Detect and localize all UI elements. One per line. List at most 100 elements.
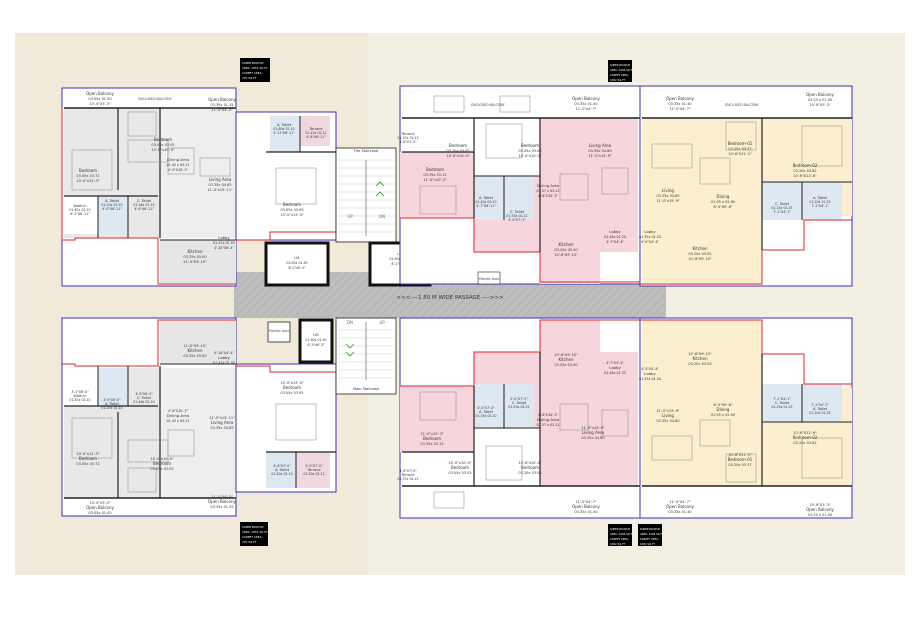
tl-walkin: Walk-in 01.87x 02.10 6'-2"X6'-11" xyxy=(69,204,90,216)
svg-text:03.35x 01.40: 03.35x 01.40 xyxy=(668,510,691,514)
tl-bedroom-2: Bedroom 03.05x 03.72 10'-0"x12'-3" xyxy=(76,168,100,183)
svg-text:10'-6"x10'-0": 10'-6"x10'-0" xyxy=(518,461,541,465)
legend-box-2: SUPER BUILTUP AREA: 1053 SQ.FT CARPET AR… xyxy=(240,522,268,546)
bl-open-balcony-2: 11'-0"X4'-5" Open Balcony 03.35x 01.35 xyxy=(208,495,236,509)
br2-dining: 6'-5"X9'-6" Dining 01.95 x 02.90 xyxy=(711,403,735,417)
svg-text:01.47x 01.93: 01.47x 01.93 xyxy=(213,241,235,245)
svg-text:7'-1"X4'-1": 7'-1"X4'-1" xyxy=(773,210,791,214)
svg-text:03.20x 03.05: 03.20x 03.05 xyxy=(446,149,469,153)
svg-text:02.15x 01.25: 02.15x 01.25 xyxy=(771,405,792,409)
svg-text:8'-2"x6'-3": 8'-2"x6'-3" xyxy=(289,266,307,270)
svg-text:Kitchen: Kitchen xyxy=(558,242,573,247)
svg-text:SUPER BUILTUP: SUPER BUILTUP xyxy=(242,61,264,65)
svg-text:SUPER BUILTUP: SUPER BUILTUP xyxy=(610,63,630,67)
tr1-enclosed-balcony: ENCLOSED BALCONY xyxy=(471,103,505,107)
svg-text:C. Toilet: C. Toilet xyxy=(137,199,152,203)
svg-text:03.05x 03.05: 03.05x 03.05 xyxy=(150,467,173,471)
svg-text:Bedroom: Bedroom xyxy=(153,461,171,466)
svg-text:Bedroom: Bedroom xyxy=(283,202,301,207)
svg-text:A. Toilet: A. Toilet xyxy=(479,196,494,200)
svg-text:01.87x 02.10: 01.87x 02.10 xyxy=(69,208,90,212)
tr2-lobby: Lobby 01.35x 01.20 4'-5"X4'-4" xyxy=(639,229,661,244)
svg-text:Dining Area: Dining Area xyxy=(167,157,189,162)
svg-text:Terrace: Terrace xyxy=(400,132,415,136)
svg-text:01.95 x 02.90: 01.95 x 02.90 xyxy=(711,200,735,204)
svg-text:03.35x 04.80: 03.35x 04.80 xyxy=(656,194,679,198)
legend-box-3: SUPER BUILTUP AREA: 1464 SQ.FT CARPET AR… xyxy=(608,524,634,546)
svg-text:11'-0"x15'-9": 11'-0"x15'-9" xyxy=(656,409,679,413)
svg-text:01.20x 02.10: 01.20x 02.10 xyxy=(101,203,122,207)
svg-text:CARPET AREA:: CARPET AREA: xyxy=(242,535,262,539)
svg-text:Living Area: Living Area xyxy=(209,177,232,182)
tr1-bedroom-1: Bedroom 03.20x 03.05 10'-6"x10'-0" xyxy=(446,143,470,158)
svg-text:4'-6"X7'-0": 4'-6"X7'-0" xyxy=(273,464,291,468)
tr1-a-toilet: A. Toilet 01.40x 02.10 4'-7"X6'-11" xyxy=(475,196,496,208)
svg-text:10'-6"X9'-10": 10'-6"X9'-10" xyxy=(554,353,578,357)
svg-text:03.35x 04.85: 03.35x 04.85 xyxy=(210,426,233,430)
tr2-bedroom-01: Bedroom-01 03.20x 03.37 10'-6"X11'-1" xyxy=(728,141,753,156)
svg-text:03.20x 03.37: 03.20x 03.37 xyxy=(728,147,751,151)
svg-text:03.35x 04.80: 03.35x 04.80 xyxy=(588,149,611,153)
svg-text:Dining Area: Dining Area xyxy=(537,417,559,422)
svg-text:Walk-in: Walk-in xyxy=(73,394,86,398)
unit-top-left xyxy=(61,87,237,287)
tl-bedroom-1: Bedroom 03.05x 03.05 10'-0"x10'-0" xyxy=(151,137,175,152)
svg-text:C. Toilet: C. Toilet xyxy=(137,396,152,400)
br1-bedroom-1: 11'-0"x10'-3" Bedroom 03.35x 03.12 xyxy=(420,432,444,446)
svg-text:Bedroom-01: Bedroom-01 xyxy=(728,457,753,462)
svg-text:Electric duct: Electric duct xyxy=(479,277,500,281)
svg-text:10'-0"x12'-3": 10'-0"x12'-3" xyxy=(76,452,99,456)
svg-text:01.46x 02.10: 01.46x 02.10 xyxy=(133,400,154,404)
svg-text:A. Toilet: A. Toilet xyxy=(277,123,292,127)
br2-open-balcony-2: 10'-6"X3'-3" Open Balcony 03.20 x 01.00 xyxy=(806,503,834,517)
svg-text:10'-6"X9'-10": 10'-6"X9'-10" xyxy=(554,253,578,257)
svg-text:02.15x 01.25: 02.15x 01.25 xyxy=(771,206,792,210)
tl-dining: Dining Area 01.45 x 03.12 4'-9"X10'-3" xyxy=(167,157,190,172)
bl-bedroom-1: 10'-0"x12'-3" Bedroom 03.05x 03.72 xyxy=(76,452,100,466)
svg-text:01.80x 02.10: 01.80x 02.10 xyxy=(273,127,294,131)
svg-text:03.35x 01.35: 03.35x 01.35 xyxy=(210,103,233,107)
svg-text:01.37 x 03.12: 01.37 x 03.12 xyxy=(537,189,560,193)
svg-text:03.35x 03.00: 03.35x 03.00 xyxy=(183,255,206,259)
svg-text:Lobby: Lobby xyxy=(609,229,621,234)
tr2-c-toilet: C. Toilet 02.15x 01.25 7'-1"X4'-1" xyxy=(771,202,792,214)
svg-text:Lobby: Lobby xyxy=(218,355,230,360)
svg-text:Fire Staircase: Fire Staircase xyxy=(354,149,379,153)
tc-bedroom: Bedroom 03.05x 03.95 10'-0"x13'-0" xyxy=(280,202,304,217)
svg-text:01.37x 02.12: 01.37x 02.12 xyxy=(397,136,418,140)
unit-bottom-left xyxy=(61,317,237,517)
svg-text:4'-10"X4'-4": 4'-10"X4'-4" xyxy=(214,351,234,355)
tl-living: Living Area 03.35x 04.85 11'-0"x15'-11" xyxy=(207,177,233,192)
svg-text:Electric duct: Electric duct xyxy=(269,329,290,333)
svg-text:02.20x 01.25: 02.20x 01.25 xyxy=(809,411,830,415)
tr2-enclosed-balcony: ENCLOSED BALCONY xyxy=(725,103,759,107)
svg-text:11'-0"X4'-5": 11'-0"X4'-5" xyxy=(211,108,233,112)
lift-top-left: Lift 02.50x 01.90 8'-2"x6'-3" xyxy=(264,241,330,287)
bl-open-balcony: 10'-0"X3'-3" Open Balcony 03.05x 01.00 xyxy=(86,501,114,515)
tl-lobby: Lobby 01.47x 01.93 4'-10"X6'-4" xyxy=(213,235,235,250)
tr1-terrace: Terrace 01.37x 02.12 4'-6"X7'-0" xyxy=(397,132,418,144)
svg-text:A. Toilet: A. Toilet xyxy=(813,407,828,411)
svg-text:11'-0"x15'-9": 11'-0"x15'-9" xyxy=(656,199,679,203)
tr2-open-balcony: Open Balcony 03.35x 01.40 11'-0"X4'-7" xyxy=(666,96,694,111)
br2-kitchen: 10'-6"X9'-10" Kitchen 03.20x 03.00 xyxy=(688,352,712,366)
svg-text:10'-0"x10'-0": 10'-0"x10'-0" xyxy=(150,457,173,461)
tr2-kitchen: Kitchen 03.20x 03.00 10'-6"X9'-10" xyxy=(688,246,712,261)
bl-living: 11'-0"x15'-11" Living Area 03.35x 04.85 xyxy=(209,416,235,430)
svg-text:10'-6"X3'-3": 10'-6"X3'-3" xyxy=(809,103,831,107)
svg-text:11'-0"x10'-3": 11'-0"x10'-3" xyxy=(420,432,443,436)
svg-text:UP: UP xyxy=(379,320,385,325)
svg-text:11'-0"x15'-9": 11'-0"x15'-9" xyxy=(588,154,611,158)
svg-text:01.40x 01.35: 01.40x 01.35 xyxy=(604,371,626,375)
svg-text:5'-0"X7'-0": 5'-0"X7'-0" xyxy=(305,464,323,468)
svg-text:A. Toilet: A. Toilet xyxy=(813,196,828,200)
svg-text:Kitchen: Kitchen xyxy=(187,348,202,353)
passage-label: <<<----1.50 M WIDE PASSAGE ---->>> xyxy=(396,295,504,301)
tr1-bedroom-3: Bedroom 03.35x 03.12 11'-0"x10'-3" xyxy=(423,167,447,182)
bl-c-toilet: 4'-9"X6'-0" C. Toilet 01.46x 02.10 xyxy=(133,392,154,404)
bc-bedroom: 10'-0"x13'-0" Bedroom 03.05x 03.95 xyxy=(280,381,304,395)
svg-text:1082 SQ.FT: 1082 SQ.FT xyxy=(610,78,625,82)
svg-text:11'-0"X4'-7": 11'-0"X4'-7" xyxy=(669,500,691,504)
svg-text:4'-6"X7'-0": 4'-6"X7'-0" xyxy=(399,140,417,144)
svg-text:7'-1"X4'-1": 7'-1"X4'-1" xyxy=(773,397,791,401)
